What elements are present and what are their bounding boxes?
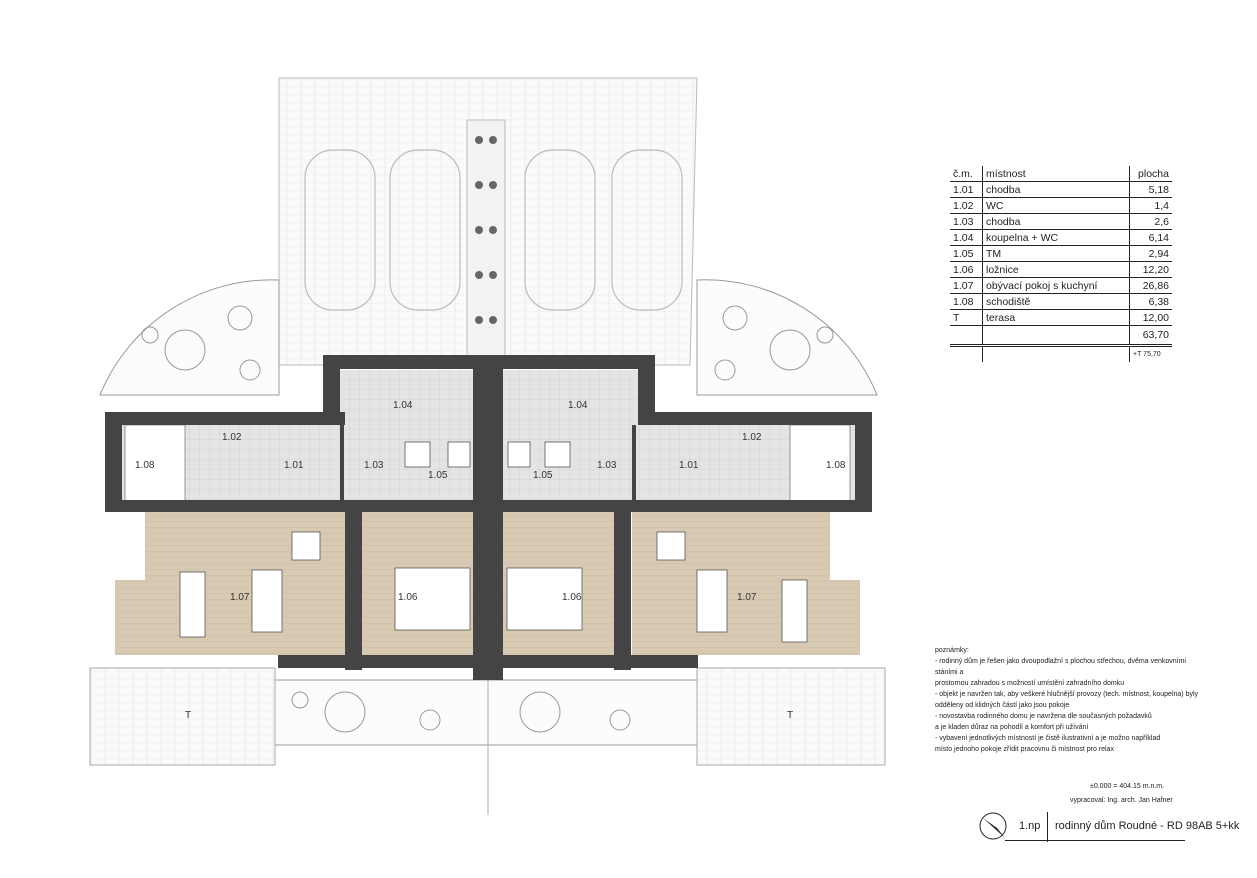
label-103-left: 1.03 bbox=[364, 460, 384, 471]
note-line: - vybavení jednotlivých místností je čis… bbox=[935, 735, 1161, 742]
label-103-right: 1.03 bbox=[597, 460, 617, 471]
terraces bbox=[89, 667, 886, 815]
label-105-right: 1.05 bbox=[533, 470, 553, 481]
walls bbox=[105, 355, 872, 680]
dining-table-left bbox=[179, 571, 206, 638]
header-area: plocha bbox=[1129, 166, 1172, 182]
label-terrace-left: T bbox=[185, 710, 191, 721]
note-line: místo jednoho pokoje zřídit pracovnu či … bbox=[935, 746, 1114, 753]
strip-plants bbox=[475, 136, 497, 324]
bed-right bbox=[506, 567, 583, 631]
label-101-left: 1.01 bbox=[284, 460, 304, 471]
label-102-right: 1.02 bbox=[742, 432, 762, 443]
label-terrace-right: T bbox=[787, 710, 793, 721]
divider bbox=[1047, 812, 1048, 842]
label-106-left: 1.06 bbox=[398, 592, 418, 603]
label-106-right: 1.06 bbox=[562, 592, 582, 603]
note-line: - objekt je navržen tak, aby veškeré hlu… bbox=[935, 691, 1199, 698]
label-108-left: 1.08 bbox=[135, 460, 155, 471]
bed-left bbox=[394, 567, 471, 631]
sum-row: 63,70 bbox=[950, 325, 1172, 347]
car-outlines bbox=[304, 149, 683, 311]
label-107-right: 1.07 bbox=[737, 592, 757, 603]
note-line: - novostavba rodinného domu je navržena … bbox=[935, 713, 1152, 720]
north-arrow-icon bbox=[979, 812, 1007, 840]
title-block: 1.np rodinný dům Roudné - RD 98AB 5+kk bbox=[975, 808, 1239, 844]
label-108-right: 1.08 bbox=[826, 460, 846, 471]
staircase-right bbox=[789, 424, 851, 503]
staircase-left bbox=[124, 424, 186, 503]
elevation-reference: ±0.000 = 404.15 m.n.m. bbox=[1090, 783, 1165, 790]
total-row: +T 75,70 bbox=[950, 345, 1172, 362]
label-104-right: 1.04 bbox=[568, 400, 588, 411]
note-line: - rodinný dům je řešen jako dvoupodlažní… bbox=[935, 658, 1186, 676]
label-102-left: 1.02 bbox=[222, 432, 242, 443]
label-105-left: 1.05 bbox=[428, 470, 448, 481]
note-line: odděleny od klidných částí jako jsou pok… bbox=[935, 702, 1070, 709]
label-107-left: 1.07 bbox=[230, 592, 250, 603]
floor-label: 1.np bbox=[1019, 820, 1041, 832]
garden-areas bbox=[99, 279, 878, 746]
furniture bbox=[179, 441, 808, 643]
sofa-left bbox=[251, 569, 283, 633]
notes-title: poznámky: bbox=[935, 647, 969, 654]
note-line: prostornou zahradou s možností umístění … bbox=[935, 680, 1125, 687]
parking-area bbox=[278, 77, 698, 366]
sofa-right bbox=[696, 569, 728, 633]
label-101-right: 1.01 bbox=[679, 460, 699, 471]
room-labels: 1.08 1.02 1.01 1.03 1.04 1.05 1.07 1.06 … bbox=[135, 400, 846, 721]
header-room: místnost bbox=[982, 166, 1130, 182]
drawing-title: rodinný dům Roudné - RD 98AB 5+kk bbox=[1055, 820, 1240, 832]
notes: poznámky: - rodinný dům je řešen jako dv… bbox=[935, 645, 1203, 755]
planting-strip bbox=[466, 119, 506, 361]
header-number: č.m. bbox=[950, 166, 983, 182]
dining-table-right bbox=[781, 579, 808, 643]
author: vypracoval: Ing. arch. Jan Hafner bbox=[1070, 797, 1173, 804]
note-line: a je kladen důraz na pohodlí a komfort p… bbox=[935, 724, 1089, 731]
label-104-left: 1.04 bbox=[393, 400, 413, 411]
divider bbox=[1005, 840, 1185, 841]
